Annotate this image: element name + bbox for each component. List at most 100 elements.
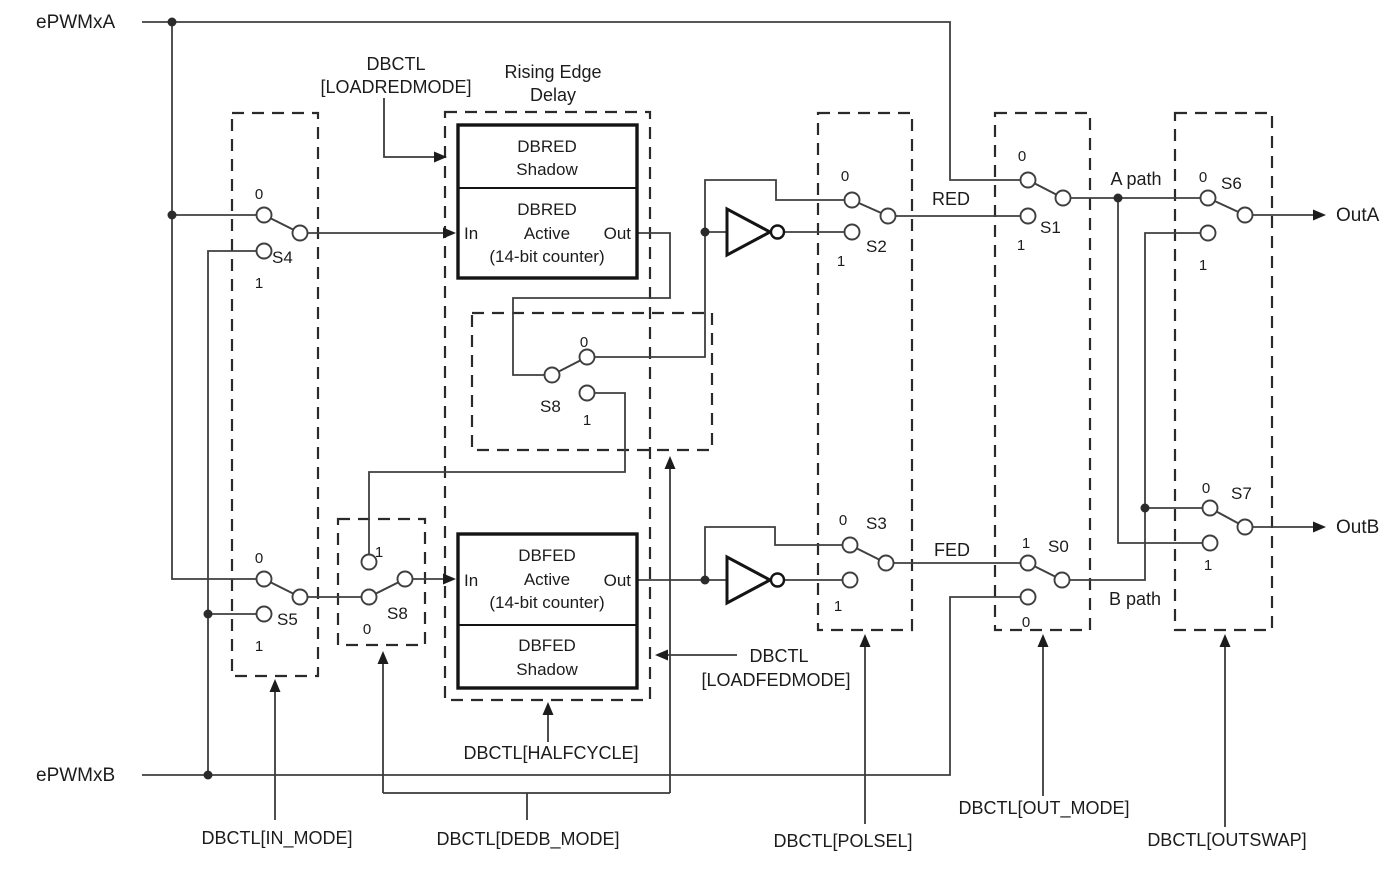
switch-contacts [255,171,1254,623]
s0-throw1 [1019,554,1037,572]
rising-edge-delay-label-2: Delay [530,85,576,105]
epwmxa-input-label: ePWMxA [36,12,116,33]
s2-throw0 [843,191,861,209]
inverter1-triangle-icon [725,206,774,258]
s5-pole [291,588,309,606]
s2-pos0-label: 0 [841,168,849,185]
dbred-in-port-label: In [464,224,478,243]
wire-s4-throw1-to-epwmxb [207,250,257,775]
s3-pos0-label: 0 [839,512,847,529]
junction-a-path [1113,193,1123,203]
in-mode-label: DBCTL[IN_MODE] [201,828,352,849]
s8-upper-pos0-label: 0 [580,334,588,351]
s6-pole [1236,206,1254,224]
wire-s8-upper-throw0-riser [594,232,706,358]
s5-throw0 [255,570,273,588]
in-mode-region [230,111,320,678]
junction-epwmxa-top [167,17,177,27]
s4-name-label: S4 [272,248,293,267]
loadredmode-label-2: [LOADREDMODE] [320,77,471,97]
s7-name-label: S7 [1231,484,1252,503]
s6-throw0 [1199,189,1217,207]
dbfed-active-label-3: (14-bit counter) [489,593,604,612]
s4-pos0-label: 0 [255,186,263,203]
s0-pos0-label: 0 [1022,614,1030,631]
s1-throw1 [1019,207,1037,225]
loadfedmode-label-2: [LOADFEDMODE] [701,670,850,690]
arrowheads [269,151,1326,715]
inverters [725,206,786,606]
s8-upper-region [470,311,714,452]
wire-s8-cross-link [368,392,626,555]
dbfed-in-arrowhead [443,573,456,585]
loadredmode-label-1: DBCTL [366,54,425,74]
a-path-label: A path [1110,169,1161,189]
wire-epwmxa-main [142,21,1021,181]
s1-throw0 [1019,171,1037,189]
s1-pole [1054,189,1072,207]
s4-throw0 [255,206,273,224]
s8-lower-pos0-label: 0 [363,621,371,638]
loadredmode-arrowhead [434,151,447,163]
junction-inverter2-input [700,575,710,585]
s4-throw1 [255,242,273,260]
s7-pos1-label: 1 [1204,557,1212,574]
halfcycle-arrowhead [542,702,554,715]
outa-arrowhead [1313,209,1326,221]
s8-lower-region [336,517,427,647]
dbred-active-label-1: DBRED [517,200,577,219]
s6-throw1 [1199,224,1217,242]
s2-name-label: S2 [866,237,887,256]
loadfedmode-arrowhead [655,649,668,661]
s2-throw1 [843,223,861,241]
junctions [167,17,1150,780]
red-signal-label: RED [932,189,970,209]
s6-name-label: S6 [1221,174,1242,193]
s4-pole [291,224,309,242]
s1-name-label: S1 [1040,218,1061,237]
dbred-shadow-label-2: Shadow [516,160,578,179]
s7-pole [1236,518,1254,536]
dbfed-active-label-2: Active [524,570,570,589]
dbred-out-port-label: Out [604,224,632,243]
s8-upper-name-label: S8 [540,397,561,416]
dbfed-in-port-label: In [464,571,478,590]
wires [142,21,1313,776]
s8-upper-throw1 [578,384,596,402]
dbred-shadow-label-1: DBRED [517,137,577,156]
s0-pole [1053,571,1071,589]
s2-pos1-label: 1 [837,253,845,270]
s3-throw0 [841,536,859,554]
s7-throw1 [1201,534,1219,552]
s8-upper-throw0 [578,348,596,366]
wire-epwmxb-main [142,596,1021,776]
s8-lower-pos1-label: 1 [375,544,383,561]
s2-pole [879,207,897,225]
dedb-left-arrowhead [377,651,389,664]
s4-pos1-label: 1 [255,275,263,292]
dbfed-out-port-label: Out [604,571,632,590]
s1-pos0-label: 0 [1018,148,1026,165]
dbred-in-arrowhead [443,227,456,239]
out-mode-region [993,111,1092,632]
dbred-box [456,123,639,280]
outb-output-label: OutB [1336,517,1379,538]
dbfed-block: DBFED Active (14-bit counter) In Out DBF… [456,532,639,690]
s8-lower-throw0 [360,588,378,606]
s3-throw1 [841,571,859,589]
wire-b-path-to-s6 [1069,232,1201,581]
s3-pole [877,554,895,572]
outswap-label: DBCTL[OUTSWAP] [1147,830,1306,850]
outswap-arrowhead [1219,634,1231,647]
s3-pos1-label: 1 [834,598,842,615]
polsel-region [816,111,914,632]
out-mode-label: DBCTL[OUT_MODE] [958,798,1129,819]
outswap-region [1173,111,1274,632]
loadfedmode-label-1: DBCTL [749,646,808,666]
junction-epwmxb [203,770,213,780]
fed-signal-label: FED [934,540,970,560]
switch-arms [263,179,1246,598]
s5-throw1 [255,605,273,623]
labels: ePWMxA ePWMxB OutA OutB RED FED A path B… [36,12,1380,851]
